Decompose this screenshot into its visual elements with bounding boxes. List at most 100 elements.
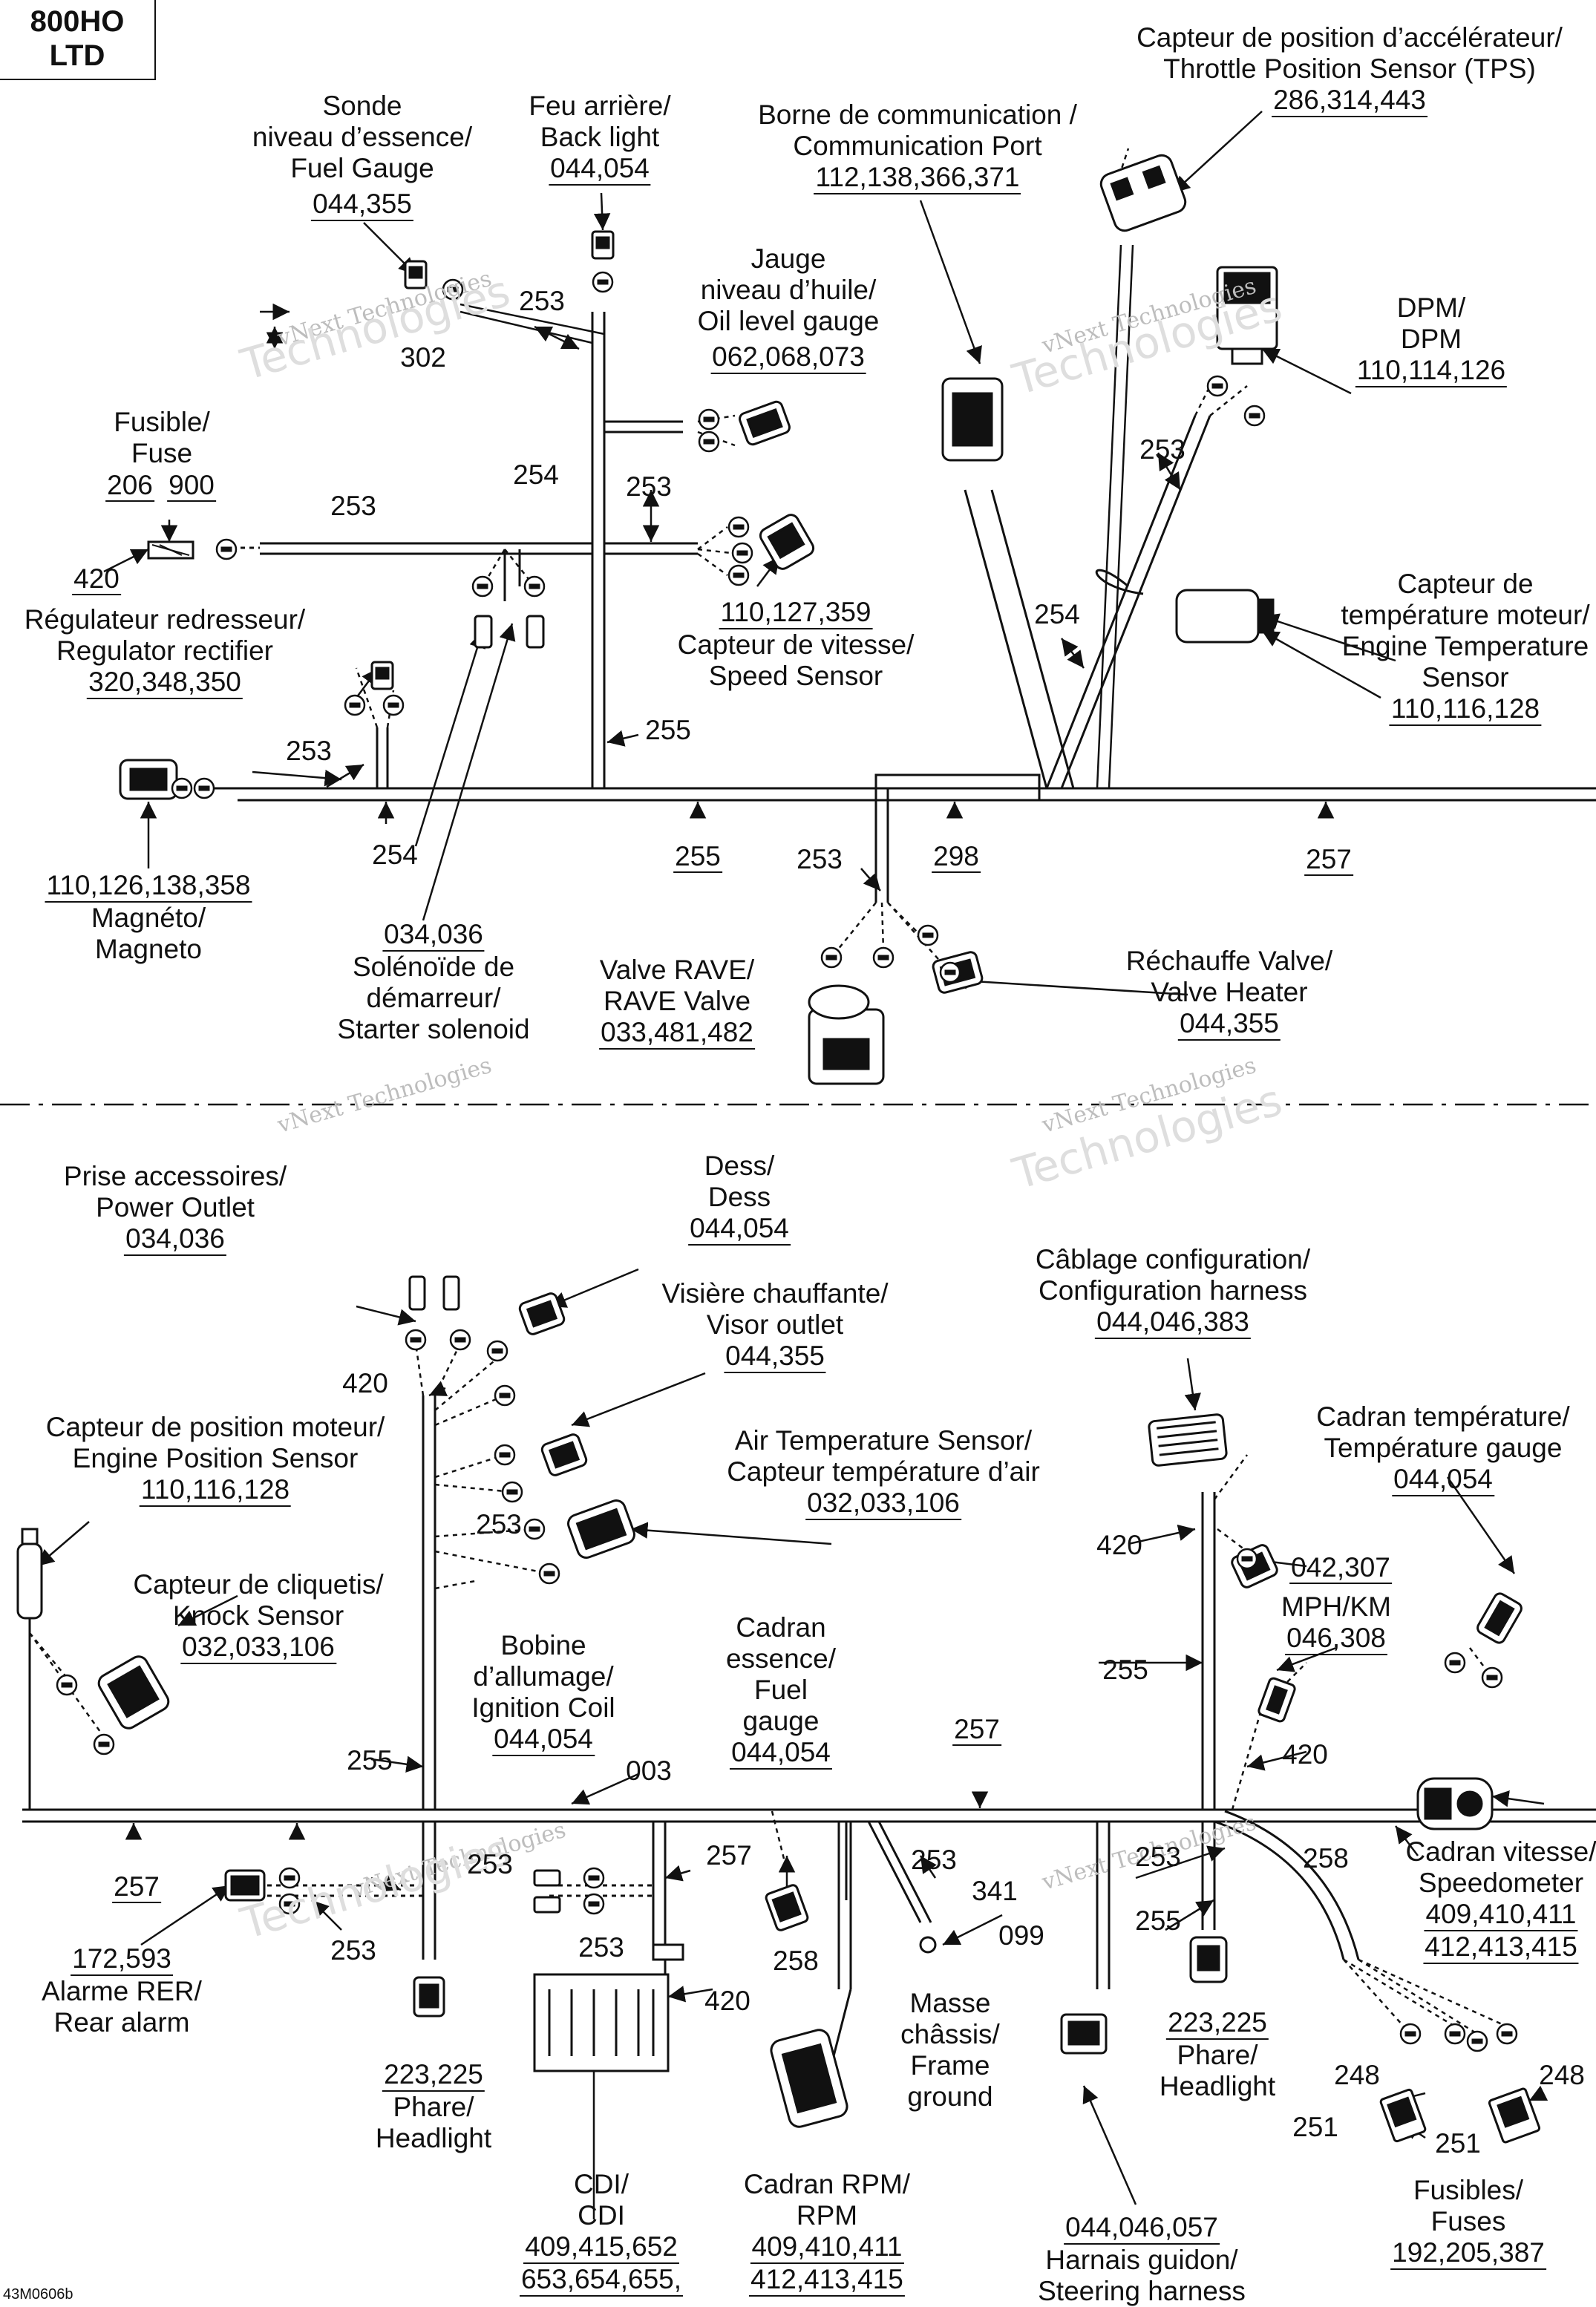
callout: 248 [1334, 2060, 1380, 2090]
fuse-part-b: 900 [167, 470, 216, 502]
magneto-label: 110,126,138,358 Magnéto/ Magneto [45, 870, 252, 964]
comm-port-label: Borne de communication / Communication P… [758, 99, 1077, 194]
fuel-level-label: Sonde niveau d’essence/ Fuel Gauge 044,3… [252, 91, 472, 221]
comm-port-harness [964, 489, 1075, 789]
cdi-label: CDI/ CDI 409,415,652 653,654,655, [519, 2169, 684, 2297]
callout: 420 [1096, 1530, 1142, 1560]
valve-heater-label: Réchauffe Valve/ Valve Heater 044,355 [1126, 946, 1332, 1041]
model-box: 800HO LTD [0, 0, 156, 80]
callout: 253 [519, 286, 565, 316]
starter-solenoid-label: 034,036 Solénoïde de démarreur/ Starter … [337, 919, 530, 1044]
callout: 248 [1539, 2060, 1585, 2090]
callout: 251 [1435, 2128, 1481, 2159]
callout: 099 [998, 1920, 1044, 1951]
callout: 253 [911, 1845, 957, 1875]
callout: 257 [1304, 844, 1353, 876]
cdi-shape [533, 1973, 670, 2072]
callout: 254 [372, 840, 418, 870]
callout: 253 [286, 736, 332, 766]
frame-ground-label: Masse châssis/ Frame ground [900, 1988, 1000, 2112]
callout: 253 [330, 491, 376, 521]
air-temp-label: Air Temperature Sensor/ Capteur températ… [727, 1425, 1040, 1520]
engine-temp-label: Capteur de température moteur/ Engine Te… [1341, 569, 1590, 726]
fuse-label: Fusible/ Fuse [114, 407, 210, 468]
callout: 253 [578, 1932, 624, 1963]
fuses-label: Fusibles/ Fuses 192,205,387 [1390, 2175, 1546, 2270]
rave-valve-label: Valve RAVE/ RAVE Valve 033,481,482 [599, 955, 755, 1050]
speedometer-shape [1416, 1777, 1494, 1830]
dpm-label: DPM/ DPM 110,114,126 [1355, 292, 1508, 387]
bottom-main-harness [22, 1808, 1596, 1823]
dess-label: Dess/ Dess 044,054 [688, 1151, 791, 1246]
callout: 253 [626, 471, 672, 502]
tps-label: Capteur de position d’accélérateur/ Thro… [1137, 22, 1563, 117]
callout: 258 [773, 1946, 819, 1976]
air-temp-shape [567, 1499, 635, 1559]
callout: 257 [952, 1714, 1001, 1746]
callout: 254 [1034, 599, 1080, 629]
callout: 253 [1135, 1842, 1181, 1872]
callout: 302 [400, 342, 446, 373]
callout: 253 [1139, 434, 1185, 465]
rpm-label: Cadran RPM/ RPM 409,410,411 412,413,415 [744, 2169, 910, 2297]
headlight-left-label: 223,225 Phare/ Headlight [375, 2059, 492, 2153]
temp-gauge-label: Cadran température/ Température gauge 04… [1316, 1401, 1570, 1496]
config-harness-label: Câblage configuration/ Configuration har… [1036, 1244, 1310, 1339]
engine-temp-connector [1175, 589, 1275, 644]
callout: 254 [513, 459, 559, 490]
callout: 420 [342, 1368, 388, 1398]
callout: 420 [704, 1986, 750, 2016]
mph-km-label: MPH/KM 046,308 [1281, 1591, 1391, 1655]
power-outlet-label: Prise accessoires/ Power Outlet 034,036 [64, 1161, 287, 1256]
rave-valve-shape [808, 984, 885, 1085]
tps-connector [1099, 154, 1187, 232]
steering-harness-label: 044,046,057 Harnais guidon/ Steering har… [1038, 2212, 1246, 2306]
callout: 255 [645, 715, 691, 745]
rpm-shape [770, 2029, 848, 2128]
engine-position-label: Capteur de position moteur/ Engine Posit… [46, 1412, 385, 1507]
callout: 258 [1303, 1843, 1349, 1874]
fuse-part-a: 206 [105, 470, 154, 502]
callout: 255 [673, 841, 722, 873]
speedometer-label: Cadran vitesse/ Speedometer 409,410,411 … [1405, 1836, 1596, 1964]
comm-port-connector [941, 377, 1004, 462]
mph-km-extra: 042,307 [1289, 1552, 1392, 1584]
document-id: 43M0606b [3, 2286, 73, 2303]
callout: 255 [1135, 1905, 1181, 1936]
config-harness-shape [1148, 1413, 1228, 1467]
fuel-gauge-label: Cadran essence/ Fuel gauge 044,054 [726, 1612, 836, 1770]
back-light-label: Feu arrière/ Back light 044,054 [529, 91, 671, 186]
fuse-branch [260, 542, 592, 555]
callout: 253 [797, 844, 843, 874]
speed-sensor-label: 110,127,359 Capteur de vitesse/ Speed Se… [677, 597, 915, 691]
fuse-shape [147, 540, 194, 560]
knock-sensor-label: Capteur de cliquetis/ Knock Sensor 032,0… [133, 1569, 384, 1664]
engine-position-shape [16, 1528, 43, 1620]
callout: 341 [972, 1876, 1018, 1906]
config-harness-branch [1201, 1492, 1216, 1810]
callout: 253 [476, 1509, 522, 1539]
callout: 003 [626, 1755, 672, 1786]
visor-outlet-label: Visière chauffante/ Visor outlet 044,355 [661, 1278, 889, 1373]
headlight-right-label: 223,225 Phare/ Headlight [1159, 2007, 1276, 2101]
callout: 255 [1102, 1655, 1148, 1685]
callout: 251 [1292, 2112, 1338, 2142]
power-outlet-branch [422, 1395, 436, 1810]
callout: 257 [706, 1840, 752, 1871]
knock-sensor-shape [97, 1655, 170, 1730]
rear-alarm-label: 172,593 Alarme RER/ Rear alarm [42, 1943, 202, 2038]
fuse-part-c: 420 [72, 563, 121, 595]
regulator-label: Régulateur redresseur/ Regulator rectifi… [24, 604, 305, 699]
model-line1: 800HO [30, 5, 125, 38]
callout: 255 [347, 1745, 393, 1776]
callout: 253 [467, 1849, 513, 1879]
oil-level-label: Jauge niveau d’huile/ Oil level gauge 06… [698, 243, 879, 374]
model-line2: LTD [49, 39, 105, 72]
callout: 257 [112, 1871, 161, 1903]
dpm-connector [1216, 266, 1278, 365]
callout: 420 [1282, 1739, 1328, 1770]
callout: 298 [932, 841, 981, 873]
ignition-coil-label: Bobine d’allumage/ Ignition Coil 044,054 [471, 1630, 615, 1756]
callout: 253 [330, 1935, 376, 1966]
